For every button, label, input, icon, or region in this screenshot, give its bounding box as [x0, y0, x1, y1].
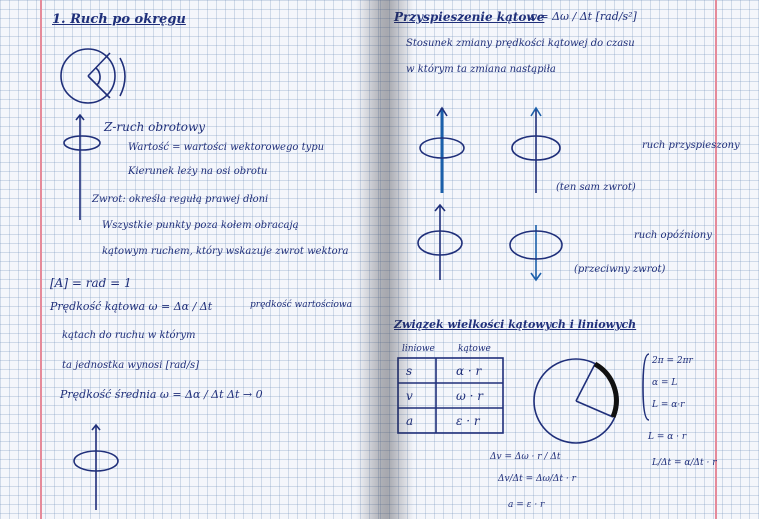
- accelerated-diagram-2: [511, 106, 561, 193]
- label-przyspieszony: ruch przyspieszony: [642, 140, 740, 151]
- line-jednostka-2: ta jednostka wynosi [rad/s]: [62, 360, 200, 371]
- bottom-eq-2: Δv/Δt = Δω/Δt · r: [498, 474, 576, 484]
- arc-circle-diagram: [533, 358, 619, 444]
- relations-title: Związek wielkości kątowych i liniowych: [394, 318, 637, 331]
- line-kolejnosc: kątowym ruchem, który wskazuje zwrot wek…: [102, 246, 349, 257]
- table-row: ω · r: [456, 389, 483, 403]
- right-margin-line: [715, 0, 717, 519]
- side-eq-2: L/Δt = α/Δt · r: [652, 458, 717, 468]
- predkosc-katowa: Prędkość kątowa ω = Δα / Δt: [50, 300, 213, 313]
- right-page: Przyspieszenie kątowe ε = Δω / Δt [rad/s…: [380, 0, 759, 519]
- left-page-title: 1. Ruch po okręgu: [52, 12, 186, 27]
- col-liniowe: liniowe: [402, 344, 435, 354]
- relations-table-grid: [397, 357, 504, 434]
- decelerated-diagram-2: [509, 225, 563, 282]
- left-margin-line: [40, 0, 42, 519]
- table-row: v: [406, 389, 413, 403]
- line-wszystkie: Wszystkie punkty poza kołem obracają: [102, 220, 299, 231]
- side-eq-1: L = α · r: [648, 432, 687, 442]
- rotation-axis-diagram: [63, 113, 101, 220]
- srednia: Prędkość średnia ω = Δα / Δt Δt → 0: [60, 388, 263, 401]
- bottom-eq-3: a = ε · r: [508, 500, 545, 510]
- arc-eq-2: α = L: [652, 378, 678, 388]
- decelerated-diagram-1: [417, 203, 463, 280]
- arc-eq-3: L = α·r: [652, 400, 685, 410]
- table-row: α · r: [456, 364, 482, 378]
- left-page: 1. Ruch po okręgu Z-ruch obrotowy Wartoś…: [0, 0, 380, 519]
- brace: [642, 353, 650, 421]
- label-opozniony: ruch opóźniony: [634, 230, 712, 241]
- accelerated-diagram-1: [419, 106, 465, 193]
- table-row: a: [406, 414, 413, 428]
- bottom-rotation-sketch: [73, 423, 119, 510]
- unit-line: [A] = rad = 1: [50, 276, 132, 290]
- circle-diagram-top: [60, 48, 126, 104]
- angular-accel-formula: ε = Δω / Δt [rad/s²]: [530, 10, 637, 23]
- right-page-title: Przyspieszenie kątowe: [394, 10, 545, 24]
- line-jednostka: kątach do ruchu w którym: [62, 330, 196, 341]
- table-row: ε · r: [456, 414, 480, 428]
- label-przeciwny: (przeciwny zwrot): [574, 264, 666, 275]
- bottom-eq-1: Δv = Δω · r / Δt: [490, 452, 561, 462]
- arc-eq-1: 2π = 2πr: [652, 356, 693, 366]
- intro-line-1: Stosunek zmiany prędkości kątowej do cza…: [406, 38, 635, 49]
- col-katowe: kątowe: [458, 344, 491, 354]
- def-zwrot: Zwrot: określa regułą prawej dłoni: [92, 194, 269, 205]
- label-ten-sam: (ten sam zwrot): [556, 182, 636, 193]
- table-row: s: [406, 364, 412, 378]
- def-kierunek: Kierunek leży na osi obrotu: [128, 166, 268, 177]
- def-wartosc: Wartość = wartości wektorowego typu: [128, 142, 325, 153]
- predkosc-note: prędkość wartościowa: [250, 300, 352, 310]
- intro-line-2: w którym ta zmiana nastąpiła: [406, 64, 556, 75]
- book-gutter-shadow: [356, 0, 414, 519]
- section-rotation: Z-ruch obrotowy: [104, 120, 206, 134]
